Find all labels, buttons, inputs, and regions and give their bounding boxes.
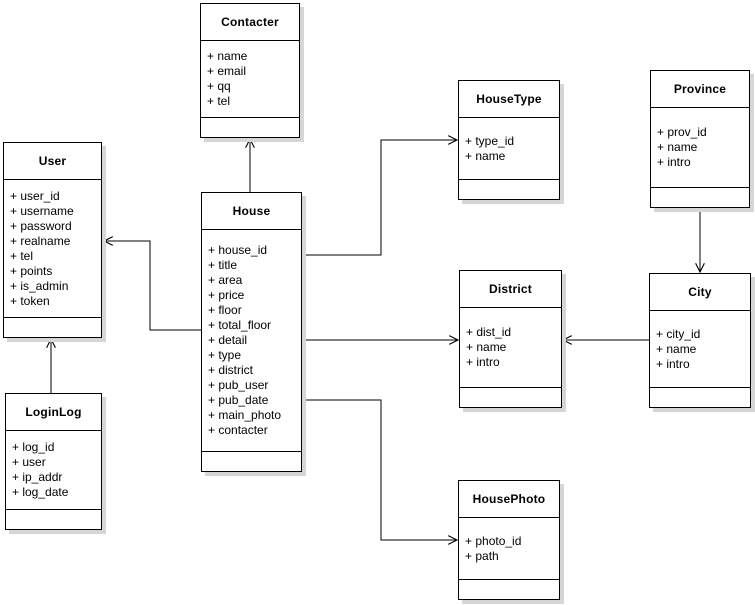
entity-footer [460,388,561,407]
entity-city[interactable]: City + city_id + name + intro [649,273,751,408]
attribute-row: + ip_addr [12,470,63,484]
attribute-row: + district [208,363,254,377]
attribute-row: + is_admin [10,278,69,293]
attribute-row: + token [10,293,50,308]
attribute-row: + floor [208,303,242,317]
attribute-list: + user_id + username + password + realna… [4,180,101,318]
attribute-row: + name [207,49,248,63]
entity-title: LoginLog [6,394,101,431]
entity-house[interactable]: House + house_id + title + area + price … [201,192,302,472]
attribute-list: + dist_id + name + intro [460,308,561,388]
attribute-row: + email [207,64,247,78]
attribute-row: + intro [657,155,691,169]
entity-user[interactable]: User + user_id + username + password + r… [3,142,102,338]
attribute-row: + title [208,258,238,272]
attribute-row: + name [657,140,698,154]
attribute-row: + area [208,273,243,287]
attribute-row: + intro [466,355,500,369]
entity-footer [459,580,559,599]
entity-title: House [202,193,301,230]
attribute-list: + prov_id + name + intro [651,108,749,188]
attribute-row: + username [10,203,74,218]
attribute-row: + house_id [208,243,268,257]
attribute-row: + realname [10,233,71,248]
attribute-list: + house_id + title + area + price + floo… [202,230,301,452]
attribute-row: + dist_id [466,325,512,339]
relationship-house-housetype[interactable] [302,140,457,256]
attribute-row: + name [465,148,506,163]
relationship-house-user[interactable] [104,241,201,331]
attribute-row: + user [12,455,46,469]
entity-title: Province [651,71,749,108]
entity-title: User [4,143,101,180]
entity-footer [6,510,101,529]
attribute-row: + path [465,548,499,563]
attribute-list: + city_id + name + intro [650,311,750,388]
attribute-row: + log_date [12,485,69,499]
entity-footer [650,388,750,407]
attribute-row: + qq [207,79,231,93]
entity-title: HousePhoto [459,481,559,518]
attribute-row: + log_id [12,440,55,454]
entity-footer [651,188,749,207]
entity-housetype[interactable]: HouseType + type_id + name [458,80,560,200]
entity-housephoto[interactable]: HousePhoto + photo_id + path [458,480,560,600]
attribute-row: + name [656,341,697,356]
attribute-row: + password [10,218,72,233]
attribute-row: + points [10,263,53,278]
attribute-row: + type_id [465,133,515,148]
entity-footer [459,180,559,199]
attribute-row: + prov_id [657,125,707,139]
attribute-row: + contacter [208,423,268,437]
relationship-house-housephoto[interactable] [302,399,457,540]
attribute-row: + photo_id [465,533,522,548]
attribute-row: + pub_user [208,378,269,392]
attribute-list: + log_id + user + ip_addr + log_date [6,431,101,510]
attribute-row: + city_id [656,326,701,341]
attribute-row: + pub_date [208,393,269,407]
attribute-row: + intro [656,356,690,371]
attribute-row: + type [208,348,242,362]
entity-province[interactable]: Province + prov_id + name + intro [650,70,750,208]
entity-title: City [650,274,750,311]
entity-footer [4,318,101,337]
attribute-list: + name + email + qq + tel [201,41,299,118]
entity-contacter[interactable]: Contacter + name + email + qq + tel [200,3,300,138]
entity-loginlog[interactable]: LoginLog + log_id + user + ip_addr + log… [5,393,102,530]
entity-title: Contacter [201,4,299,41]
attribute-row: + detail [208,333,248,347]
attribute-row: + tel [207,94,231,108]
attribute-row: + user_id [10,188,60,203]
attribute-row: + total_floor [208,318,272,332]
attribute-list: + type_id + name [459,118,559,180]
entity-title: District [460,271,561,308]
entity-title: HouseType [459,81,559,118]
attribute-row: + tel [10,248,34,263]
entity-footer [201,118,299,137]
attribute-row: + main_photo [208,408,282,422]
entity-footer [202,452,301,471]
attribute-row: + name [466,340,507,354]
attribute-row: + price [208,288,245,302]
attribute-list: + photo_id + path [459,518,559,580]
entity-district[interactable]: District + dist_id + name + intro [459,270,562,408]
